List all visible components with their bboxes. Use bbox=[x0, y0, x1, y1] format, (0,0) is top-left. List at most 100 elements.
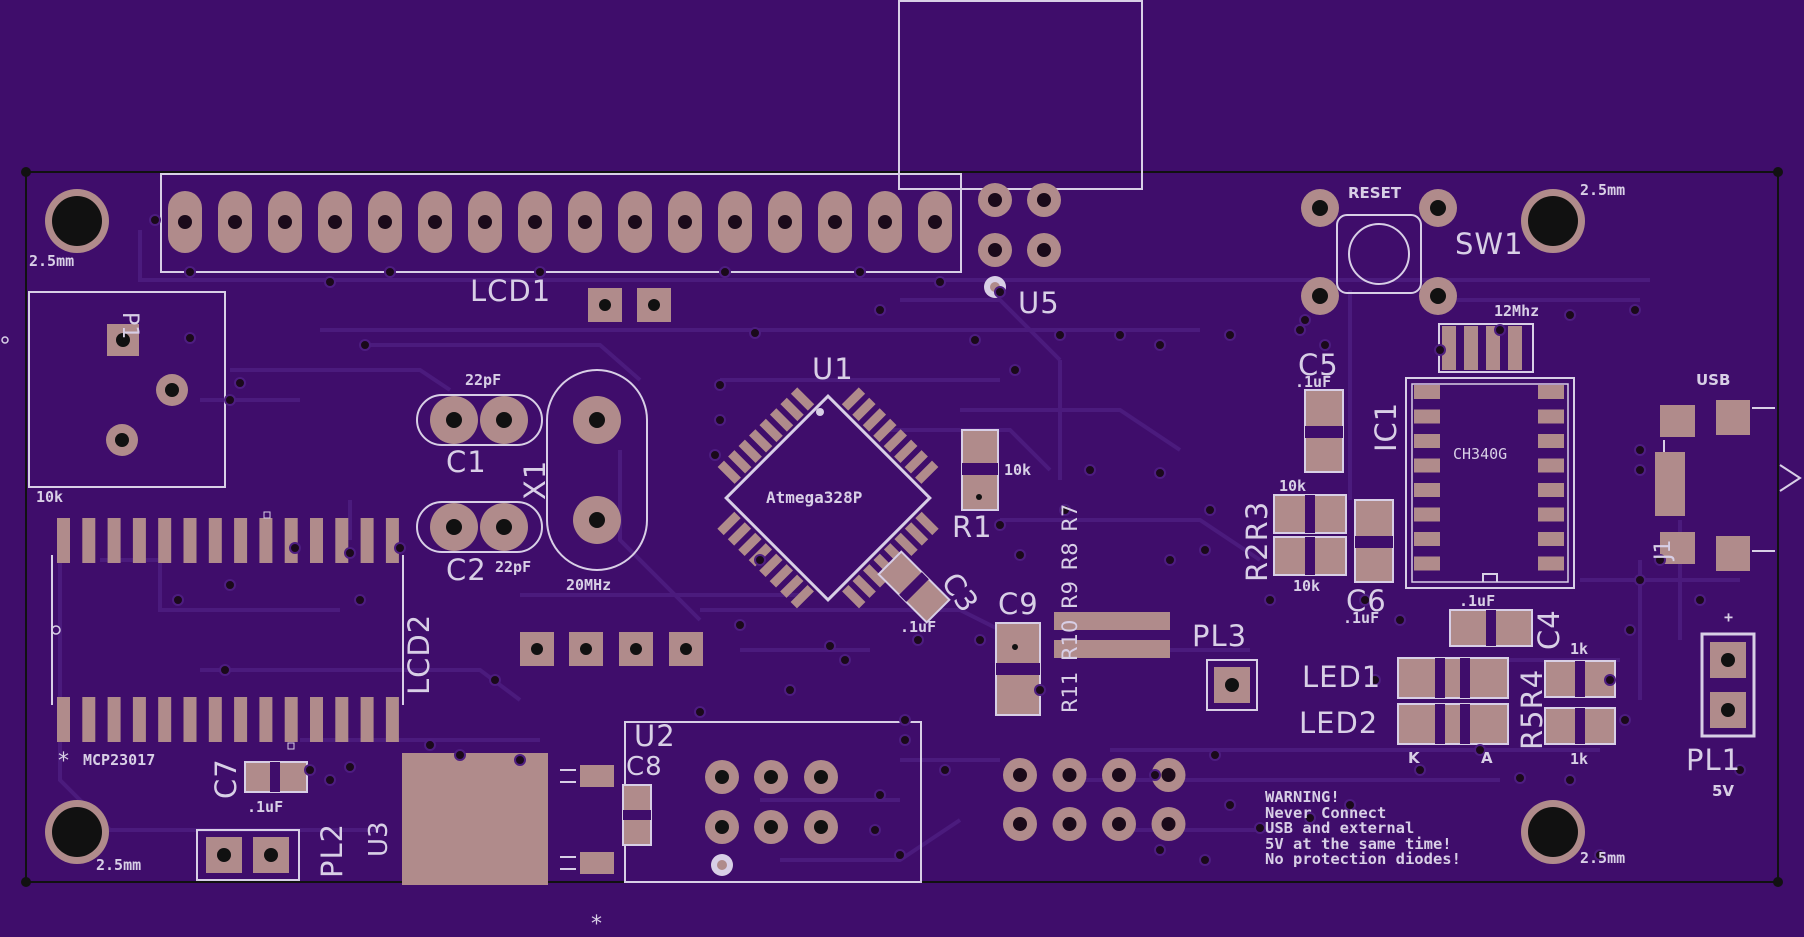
ch340-label: CH340G bbox=[1453, 445, 1508, 463]
usb-label: USB bbox=[1696, 371, 1731, 389]
pl2-label: PL2 bbox=[315, 822, 349, 878]
ch340-pad bbox=[1414, 434, 1440, 448]
qfp-pad bbox=[759, 553, 783, 577]
via bbox=[172, 594, 184, 606]
lcd1-outline bbox=[160, 173, 962, 273]
soic-pad bbox=[132, 518, 146, 563]
pot-value: 10k bbox=[36, 488, 64, 506]
atmega-label: Atmega328P bbox=[766, 488, 863, 507]
ch340-pad bbox=[1538, 507, 1564, 522]
soic-pad bbox=[310, 697, 323, 742]
via bbox=[1054, 329, 1066, 341]
via bbox=[1359, 594, 1371, 606]
soic-pad bbox=[57, 697, 70, 742]
soic-pad bbox=[360, 518, 374, 563]
warning-line: 5V at the same time! bbox=[1265, 834, 1452, 853]
soic-pad bbox=[57, 518, 70, 563]
soic-pad bbox=[158, 518, 172, 563]
ch340-pad bbox=[1414, 556, 1440, 571]
soic-pad bbox=[132, 697, 146, 742]
via bbox=[1394, 614, 1406, 626]
qfp-pad bbox=[915, 460, 939, 484]
via bbox=[974, 634, 986, 646]
top-connector-outline bbox=[898, 0, 1143, 190]
vias bbox=[149, 214, 1746, 866]
via bbox=[1654, 554, 1666, 566]
qfp-pad bbox=[780, 397, 804, 422]
via bbox=[149, 214, 161, 226]
led-a-label: A bbox=[1481, 749, 1493, 767]
via bbox=[219, 664, 231, 676]
via bbox=[1164, 554, 1176, 566]
soic-pad bbox=[385, 697, 399, 742]
via bbox=[1624, 624, 1636, 636]
sw1-pads bbox=[1301, 189, 1457, 315]
ch340-pad bbox=[1538, 434, 1564, 448]
led-k-label: K bbox=[1408, 749, 1420, 767]
via bbox=[1254, 822, 1266, 834]
via bbox=[1294, 324, 1306, 336]
soic-pad bbox=[183, 518, 197, 563]
via bbox=[289, 542, 301, 554]
via bbox=[994, 519, 1006, 531]
via bbox=[894, 849, 906, 861]
via bbox=[874, 789, 886, 801]
pl1-value: 5V bbox=[1712, 782, 1735, 800]
c1-label: C1 bbox=[446, 445, 487, 479]
u1-label: U1 bbox=[812, 352, 854, 386]
lcd2-label: LCD2 bbox=[402, 613, 436, 695]
c6-label: C6 bbox=[1346, 584, 1387, 618]
qfp-pad bbox=[780, 574, 804, 598]
via bbox=[1369, 674, 1381, 686]
r3-value: 10k bbox=[1279, 477, 1307, 495]
warning-line: WARNING! bbox=[1265, 788, 1340, 806]
hole-tr-label: 2.5mm bbox=[1580, 181, 1626, 199]
via bbox=[1204, 504, 1216, 516]
soic-pad bbox=[259, 518, 273, 563]
qfp-pad bbox=[894, 439, 918, 463]
ch340-pad bbox=[1538, 409, 1564, 424]
via bbox=[354, 594, 366, 606]
c7-label: C7 bbox=[209, 758, 243, 799]
via bbox=[1414, 764, 1426, 776]
qfp-pad bbox=[717, 511, 741, 536]
pl3-label: PL3 bbox=[1192, 619, 1248, 653]
via bbox=[1199, 854, 1211, 866]
via bbox=[1299, 314, 1311, 326]
via bbox=[1629, 304, 1641, 316]
u5-label: U5 bbox=[1018, 286, 1060, 320]
hole-br-label: 2.5mm bbox=[1580, 849, 1626, 867]
qfp-pad bbox=[862, 408, 887, 432]
hole-bl-label: 2.5mm bbox=[96, 856, 142, 874]
r1-value: 10k bbox=[1004, 461, 1032, 479]
c5-label: C5 bbox=[1298, 348, 1339, 382]
via bbox=[719, 266, 731, 278]
via bbox=[1319, 339, 1331, 351]
via bbox=[1199, 544, 1211, 556]
via bbox=[1149, 769, 1161, 781]
soic-pad bbox=[284, 697, 298, 742]
via bbox=[1034, 684, 1046, 696]
via bbox=[534, 266, 546, 278]
via bbox=[514, 754, 526, 766]
soic-pad bbox=[82, 518, 96, 563]
ch340-pad bbox=[1414, 483, 1440, 497]
hole-tl-label: 2.5mm bbox=[29, 252, 75, 270]
via bbox=[734, 619, 746, 631]
via bbox=[1634, 464, 1646, 476]
r5r4-label: R5R4 bbox=[1515, 668, 1549, 750]
warning-line: Never Connect bbox=[1265, 803, 1387, 822]
qfp-pad bbox=[863, 564, 887, 588]
via bbox=[1224, 329, 1236, 341]
xtal12-label: 12Mhz bbox=[1494, 302, 1540, 320]
qfp-pad bbox=[717, 460, 741, 484]
via bbox=[754, 554, 766, 566]
via bbox=[1304, 812, 1316, 824]
r2r3-label: R2R3 bbox=[1240, 500, 1274, 582]
c6-value: .1uF bbox=[1343, 609, 1380, 627]
ch340-pad bbox=[1414, 532, 1440, 546]
mcp23017-pads bbox=[57, 518, 399, 742]
via bbox=[784, 684, 796, 696]
via bbox=[1154, 339, 1166, 351]
